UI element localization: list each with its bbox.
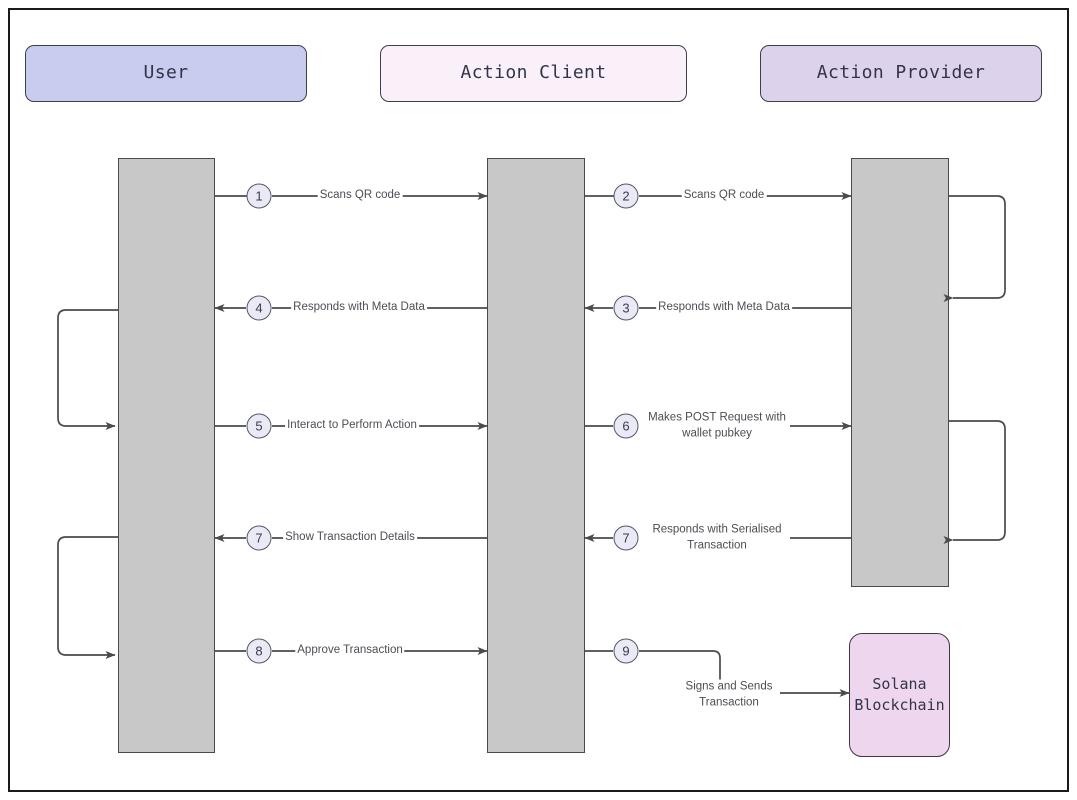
step-badge-6[interactable]: 6 (613, 413, 639, 439)
step-badge-3[interactable]: 3 (613, 295, 639, 321)
actor-box-action-client[interactable]: Action Client (380, 45, 687, 102)
step-number-8: 8 (255, 643, 263, 659)
step-badge-9[interactable]: 9 (613, 638, 639, 664)
step-badge-5[interactable]: 5 (246, 413, 272, 439)
activation-bar-user (118, 158, 215, 753)
step-badge-8[interactable]: 8 (246, 638, 272, 664)
step-number-1: 1 (255, 188, 263, 204)
message-label-3: Responds with Meta Data (656, 300, 792, 316)
step-badge-1[interactable]: 1 (246, 183, 272, 209)
step-badge-2[interactable]: 2 (613, 183, 639, 209)
message-label-6: Makes POST Request with wallet pubkey (646, 410, 788, 442)
message-label-9: Signs and Sends Transaction (683, 679, 775, 711)
message-label-8: Approve Transaction (295, 643, 405, 659)
message-label-1: Scans QR code (317, 188, 403, 204)
actor-box-action-provider[interactable]: Action Provider (760, 45, 1042, 102)
entity-box-solana-blockchain[interactable]: Solana Blockchain (849, 633, 950, 757)
entity-label-solana-blockchain: Solana Blockchain (854, 675, 945, 714)
activation-bar-action-provider (851, 158, 949, 587)
step-number-7-right: 7 (622, 530, 630, 546)
message-label-2: Scans QR code (681, 188, 767, 204)
step-number-5: 5 (255, 418, 263, 434)
activation-bar-action-client (487, 158, 585, 753)
message-label-4: Responds with Meta Data (291, 300, 427, 316)
step-badge-7-right[interactable]: 7 (613, 525, 639, 551)
actor-label-action-provider: Action Provider (816, 62, 986, 84)
step-number-7-left: 7 (255, 530, 263, 546)
actor-label-action-client: Action Client (460, 62, 607, 84)
step-number-2: 2 (622, 188, 630, 204)
message-label-5: Interact to Perform Action (285, 418, 419, 434)
step-badge-7-left[interactable]: 7 (246, 525, 272, 551)
step-number-3: 3 (622, 300, 630, 316)
message-label-7-left: Show Transaction Details (283, 530, 417, 546)
message-label-7-right: Responds with Serialised Transaction (650, 522, 784, 554)
step-number-6: 6 (622, 418, 630, 434)
actor-box-user[interactable]: User (25, 45, 307, 102)
step-badge-4[interactable]: 4 (246, 295, 272, 321)
actor-label-user: User (143, 62, 189, 84)
step-number-9: 9 (622, 643, 630, 659)
step-number-4: 4 (255, 300, 263, 316)
